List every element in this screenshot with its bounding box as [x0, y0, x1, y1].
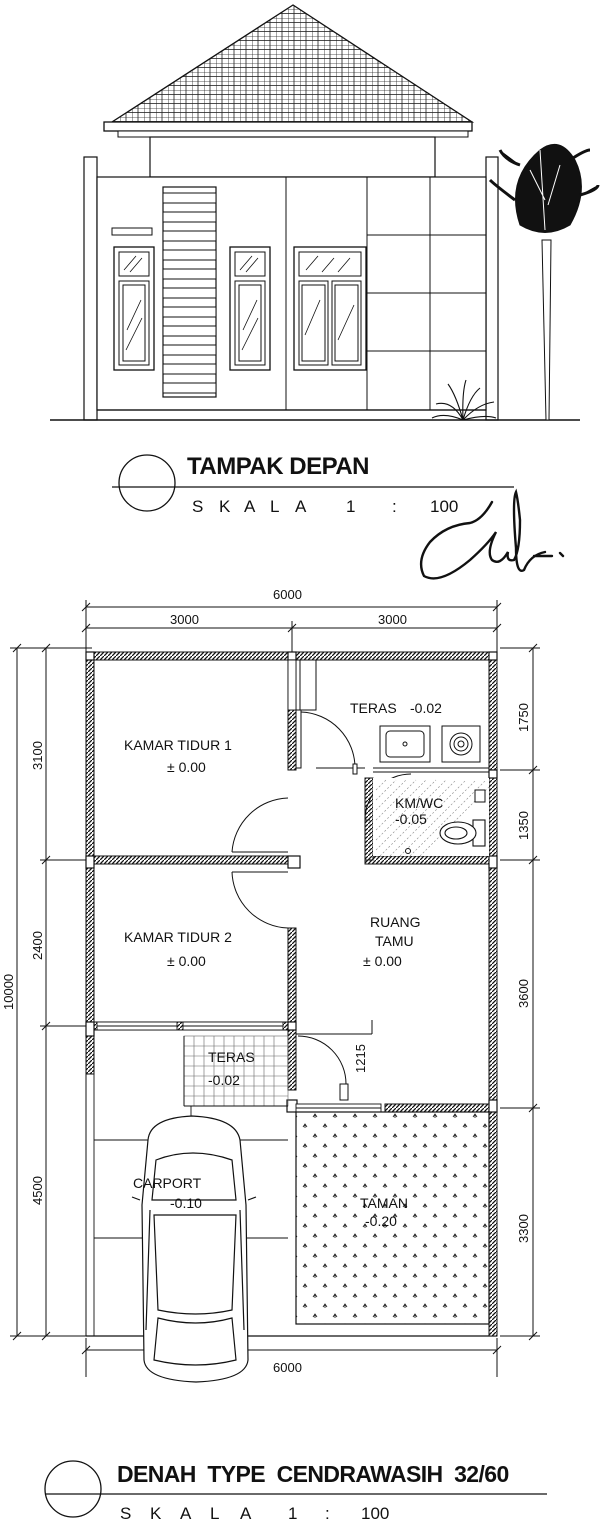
columns: [85, 651, 498, 1113]
elevation-title: TAMPAK DEPAN: [187, 453, 369, 480]
room-taman-level: -0.20: [365, 1213, 397, 1229]
dim-top-left: 3000: [170, 612, 199, 627]
plan-title-circle-marker: [44, 1460, 102, 1518]
svg-text:K: K: [219, 497, 231, 516]
dim-left-total: 10000: [1, 974, 16, 1010]
front-elevation: [50, 4, 600, 421]
room-teras-mid-level: -0.02: [208, 1072, 240, 1088]
svg-text::: :: [392, 497, 397, 516]
room-teras-mid: TERAS: [208, 1049, 255, 1065]
svg-text:1: 1: [288, 1504, 297, 1521]
plan-scale: S K A L A 1 : 100: [120, 1504, 389, 1521]
svg-text:L: L: [210, 1504, 219, 1521]
svg-text:S: S: [120, 1504, 131, 1521]
svg-text:A: A: [180, 1504, 192, 1521]
room-teras-top-level: -0.02: [410, 700, 442, 716]
svg-text:K: K: [150, 1504, 162, 1521]
sink: [379, 725, 431, 763]
dim-left-1: 3100: [30, 741, 45, 770]
svg-text:A: A: [244, 497, 256, 516]
bathroom-floor-hatch: [373, 778, 490, 857]
louvre-column: [162, 186, 217, 398]
signature: [419, 488, 565, 580]
room-kamar-tidur-1-level: ± 0.00: [167, 759, 206, 775]
dimension-right: [500, 643, 540, 1341]
room-km-wc-level: -0.05: [395, 811, 427, 827]
dim-top-total: 6000: [273, 587, 302, 602]
room-km-wc: KM/WC: [395, 795, 443, 811]
dim-top-right: 3000: [378, 612, 407, 627]
room-taman: TAMAN: [360, 1195, 408, 1211]
toilet: [439, 819, 486, 847]
svg-text:100: 100: [430, 497, 458, 516]
dimension-top: [81, 600, 502, 656]
plan-windows: [96, 659, 382, 1113]
garden-area: [295, 1111, 490, 1325]
room-ruang-tamu-level: ± 0.00: [363, 953, 402, 969]
dim-right-4: 3300: [516, 1214, 531, 1243]
elevation-scale: S K A L A 1 : 100: [192, 497, 458, 516]
svg-text:A: A: [295, 497, 307, 516]
room-carport: CARPORT: [133, 1175, 202, 1191]
svg-text:100: 100: [361, 1504, 389, 1521]
dim-right-2: 1350: [516, 811, 531, 840]
dim-door: 1215: [353, 1044, 368, 1073]
room-carport-level: -0.10: [170, 1195, 202, 1211]
room-kamar-tidur-2-level: ± 0.00: [167, 953, 206, 969]
dim-bottom-total: 6000: [273, 1360, 302, 1375]
dim-left-3: 4500: [30, 1176, 45, 1205]
room-kamar-tidur-2: KAMAR TIDUR 2: [124, 929, 232, 945]
shrub: [431, 379, 497, 421]
roof-fascia: [103, 121, 473, 132]
dimension-left: [10, 643, 92, 1341]
bath-fixtures: [405, 789, 486, 854]
elevation-window-1: [113, 246, 155, 371]
plan-title-block: DENAH TYPE CENDRAWASIH 32/60 S K A L A 1…: [44, 1460, 547, 1521]
elevation-window-2: [229, 246, 271, 371]
car-outline: [131, 1115, 257, 1383]
svg-text:1: 1: [346, 497, 355, 516]
teras-mid-tiles: [183, 1035, 289, 1107]
left-pillar: [83, 156, 98, 421]
doors: [231, 709, 412, 1101]
svg-text::: :: [325, 1504, 330, 1521]
svg-text:A: A: [240, 1504, 252, 1521]
room-teras-top: TERAS: [350, 700, 397, 716]
svg-text:L: L: [270, 497, 279, 516]
elevation-window-double: [293, 246, 367, 371]
right-pillar: [485, 156, 499, 421]
room-kamar-tidur-1: KAMAR TIDUR 1: [124, 737, 232, 753]
dim-right-1: 1750: [516, 703, 531, 732]
roof: [109, 4, 475, 123]
stove: [441, 725, 481, 763]
plan-title: DENAH TYPE CENDRAWASIH 32/60: [117, 1461, 509, 1487]
room-labels: KAMAR TIDUR 1 ± 0.00 KAMAR TIDUR 2 ± 0.0…: [124, 700, 443, 1229]
svg-text:S: S: [192, 497, 203, 516]
tree: [488, 143, 600, 421]
room-ruang-tamu-2: TAMU: [375, 933, 414, 949]
elevation-title-block: TAMPAK DEPAN S K A L A 1 : 100: [112, 453, 514, 516]
dim-right-3: 3600: [516, 979, 531, 1008]
room-ruang-tamu: RUANG: [370, 914, 421, 930]
floor-plan: 6000 3000 3000 10000 3100 2400 4500: [1, 587, 540, 1383]
dim-left-2: 2400: [30, 931, 45, 960]
title-circle-marker: [118, 454, 176, 512]
